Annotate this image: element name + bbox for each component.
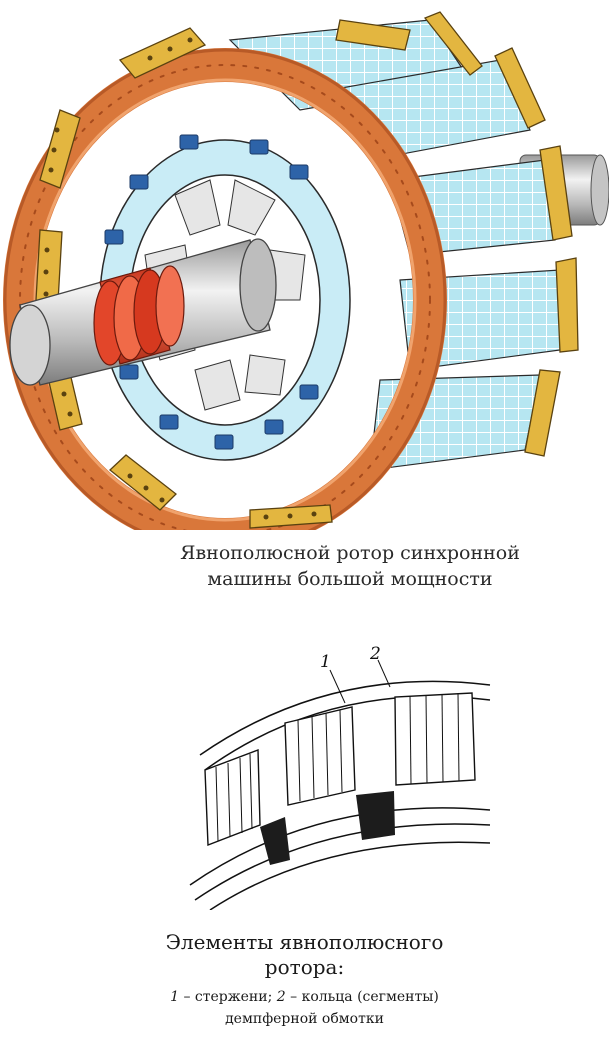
label-1: 1	[320, 652, 331, 672]
salient-pole-rotor-illustration	[3, 11, 609, 530]
label-2: 2	[369, 645, 381, 664]
legend-line1: 1 – стержени; 2 – кольца (сегменты)	[0, 986, 609, 1008]
front-pole-shoes	[35, 19, 411, 529]
interpolar-gaps	[260, 791, 395, 865]
plate-rivets	[43, 37, 317, 520]
caption-damper-title: Элементы явнополюсного ротора:	[0, 930, 609, 980]
legend-text2: – кольца (сегменты)	[285, 989, 439, 1005]
caption-bottom-line1: Элементы явнополюсного	[165, 930, 444, 954]
damper-ring-outer	[199, 680, 491, 756]
caption-top-line2: машины большой мощности	[207, 568, 493, 590]
caption-top-line1: Явнополюсной ротор синхронной	[180, 542, 520, 564]
caption-damper-legend: 1 – стержени; 2 – кольца (сегменты) демп…	[0, 986, 609, 1030]
damper-winding-illustration: 1 2	[189, 645, 491, 910]
damper-poles	[204, 692, 476, 847]
legend-text1: – стержени;	[179, 989, 277, 1005]
field-coils	[3, 48, 447, 530]
leader-line-1	[329, 669, 346, 704]
legend-num2: 2	[276, 989, 286, 1005]
pole-shoe-plates	[423, 11, 579, 457]
slip-rings	[93, 265, 185, 366]
legend-line2: демпферной обмотки	[225, 1011, 384, 1027]
legend-num1: 1	[170, 989, 180, 1005]
leader-line-2	[377, 659, 391, 688]
caption-bottom-line2: ротора:	[264, 955, 345, 979]
damper-bars	[215, 692, 460, 842]
caption-salient-pole-rotor: Явнополюсной ротор синхронной машины бол…	[130, 540, 570, 592]
